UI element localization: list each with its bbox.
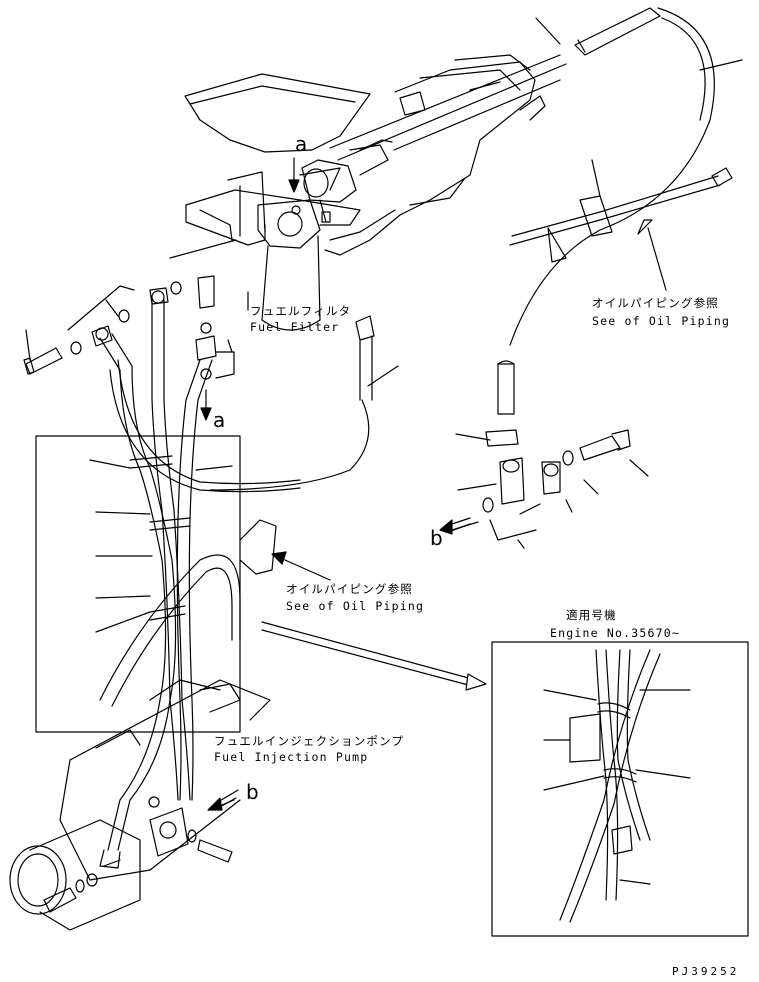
view-a-top-label: a — [295, 132, 308, 156]
fuel-filter-jp-label: フュエルフィルタ — [250, 304, 352, 318]
drawing-code: PJ39252 — [672, 965, 740, 978]
oil-piping-top-jp-label: オイルパイピング参照 — [592, 296, 719, 310]
upper-hose — [497, 7, 733, 415]
oil-piping-mid-jp-label: オイルパイピング参照 — [286, 582, 413, 596]
oil-piping-mid-en-label: See of Oil Piping — [286, 599, 425, 613]
hose-bundle — [99, 299, 301, 869]
engine-number-label: Engine No.35670~ — [550, 626, 680, 640]
filter-return-hose — [209, 315, 375, 491]
leader-lines — [25, 17, 743, 885]
engine-block — [184, 54, 546, 256]
fuel-filter-en-label: Fuel Filter — [250, 320, 340, 334]
view-b-right-label: b — [430, 526, 443, 550]
engine-shafts — [329, 54, 567, 161]
injection-pump-en-label: Fuel Injection Pump — [214, 750, 369, 764]
injection-pump — [9, 679, 271, 931]
filter-bracket — [169, 167, 361, 259]
injection-pump-jp-label: フュエルインジェクションポンプ — [214, 734, 405, 748]
left-fittings — [23, 275, 235, 380]
reference-arrows — [200, 157, 487, 811]
oil-piping-top-en-label: See of Oil Piping — [592, 314, 731, 328]
fuel-filter — [257, 199, 321, 331]
inset-detail — [491, 641, 749, 937]
applicable-machine-label: 適用号機 — [566, 608, 617, 622]
right-fittings — [451, 429, 631, 531]
detail-area-frame — [35, 435, 241, 733]
view-a-mid-label: a — [213, 408, 226, 432]
view-b-bottom-label: b — [246, 780, 259, 804]
priming-pump — [301, 139, 393, 223]
